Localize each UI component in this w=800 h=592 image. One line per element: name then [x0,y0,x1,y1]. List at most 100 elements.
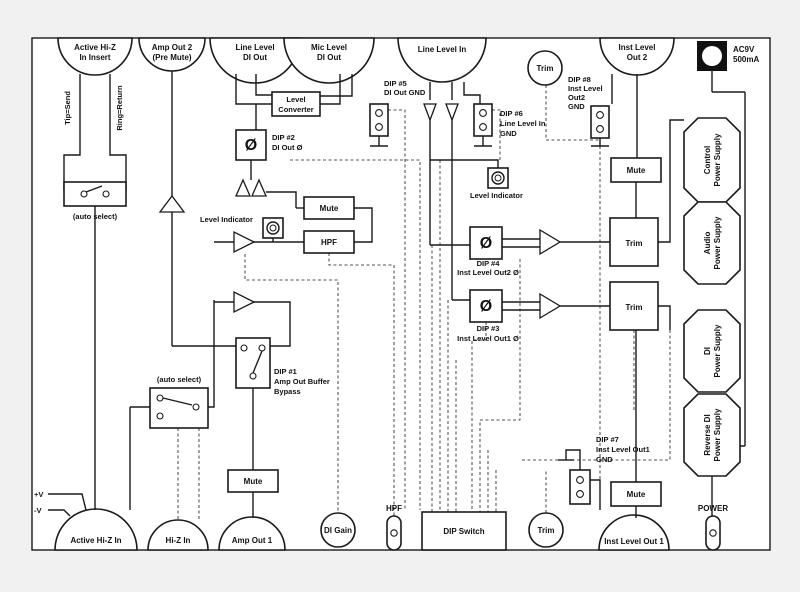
dip5-label: DI Out GND [384,88,426,97]
phase-symbol: Ø [480,298,492,315]
dip2-label: DI Out Ø [272,143,303,152]
auto-select-label: (auto select) [157,375,202,384]
power-switch-label: POWER [698,504,728,513]
knob-trim-bottom[interactable]: Trim [528,512,564,548]
dip6-label: DIP #6 [500,109,523,118]
phase-symbol: Ø [480,235,492,252]
block-label: Mute [320,204,339,213]
dip7-label: DIP #7 [596,435,619,444]
buffer-di-2 [251,178,267,197]
dip8-label: Out2 [568,93,585,102]
dip-switch-block [421,511,507,551]
output-section: DIP #8 Inst Level Out2 GND Mute Trim Tri… [520,74,684,518]
ac-input: AC9V 500mA [697,41,759,71]
diagram-frame [31,37,771,551]
level-indicator-label: Level Indicator [200,215,253,224]
dip8-label: GND [568,102,585,111]
jack-label: Active Hi-Z [74,43,116,52]
dip3-label: DIP #3 [477,324,500,333]
dip8-label: Inst Level [568,84,603,93]
power-supply-label: Control [703,146,712,174]
dip1-switch [235,337,271,389]
voltage-plus: +V [34,490,43,499]
power-supply-label: Power Supply [713,133,722,186]
jack-label: Mic Level [311,43,347,52]
dip8-switch [590,105,610,139]
dip7-label: GND [596,455,613,464]
power-supplies: Control Power Supply Audio Power Supply … [683,71,746,516]
level-converter-label: Level [286,95,305,104]
power-supply-label: Power Supply [713,324,722,377]
ring-return-label: Ring=Return [115,85,124,131]
level-converter-label: Converter [278,105,314,114]
jack-label: Line Level [235,43,274,52]
jack-hiz-in: Hi-Z In [147,519,209,551]
jack-inst-level-out-2: Inst Level Out 2 [599,37,675,76]
jack-label: DI Out [317,53,341,62]
dip1-label: DIP #1 [274,367,297,376]
dip4-label: Inst Level Out2 Ø [457,268,519,277]
auto-select-switch-top [63,181,127,207]
jack-mic-di-out: Mic Level DI Out [283,37,375,84]
dip7-label: Inst Level Out1 [596,445,650,454]
dip2-label: DIP #2 [272,133,295,142]
hpf-switch[interactable]: HPF [386,504,402,551]
power-switch[interactable]: POWER [698,504,728,551]
level-converter-block [271,91,321,117]
mute-block-right [610,157,662,183]
knob-label: Trim [537,64,554,73]
dip4-label: DIP #4 [477,259,501,268]
jack-label: Active Hi-Z In [70,536,121,545]
dip1-label: Bypass [274,387,301,396]
block-label: HPF [321,238,337,247]
block-label: DIP Switch [443,527,484,536]
jack-label: DI Out [243,53,267,62]
jack-line-di-out: Line Level DI Out [209,37,301,84]
insert-section: Tip=Send Ring=Return (auto select) +V -V… [34,71,236,520]
power-supply-label: Reverse DI [703,414,712,455]
dip8-label: DIP #8 [568,75,591,84]
jack-label: Inst Level [619,43,656,52]
knob-di-gain[interactable]: DI Gain [320,512,356,548]
level-indicator-label: Level Indicator [470,191,523,200]
block-label: Mute [627,490,646,499]
phase-symbol: Ø [245,137,257,154]
phase-switch-dip4 [469,226,503,260]
jack-label: Hi-Z In [166,536,191,545]
ac-label: AC9V [733,45,755,54]
block-label: Mute [627,166,646,175]
dip5-label: DIP #5 [384,79,407,88]
power-supply-label: Power Supply [713,216,722,269]
power-supply-label: Audio [703,232,712,255]
dip7-switch [569,469,591,505]
jack-label: Amp Out 1 [232,536,273,545]
trim-block-upper [609,217,659,267]
dip6-label: Line Level In [500,119,546,128]
dip3-label: Inst Level Out1 Ø [457,334,519,343]
buffer-di-1 [235,178,251,197]
jack-label: Out 2 [627,53,648,62]
line-in-buffer-1 [423,103,437,122]
block-label: Mute [244,477,263,486]
block-label: Trim [626,303,643,312]
jack-active-hiz-in: Active Hi-Z In [54,508,138,551]
block-label: Trim [626,239,643,248]
dip6-switch [473,103,493,137]
di-section: Level Converter Ø DIP #2 DI Out Ø Mute H… [200,74,421,518]
line-in-buffer-2 [445,103,459,122]
power-supply-label: DI [703,347,712,355]
jack-label: In Insert [79,53,110,62]
jack-label: Inst Level Out 1 [604,537,664,546]
knob-label: DI Gain [324,526,352,535]
jack-label: (Pre Mute) [152,53,191,62]
jack-label: Amp Out 2 [152,43,193,52]
jack-line-level-in: Line Level In [397,37,487,83]
jack-amp-out-1: Amp Out 1 [218,516,286,551]
ac-label: 500mA [733,55,759,64]
knob-trim-top[interactable]: Trim [527,50,563,86]
dip6-label: GND [500,129,517,138]
dip5-switch [369,103,389,137]
inst-buffer-2 [539,228,562,256]
dip1-label: Amp Out Buffer [274,377,330,386]
